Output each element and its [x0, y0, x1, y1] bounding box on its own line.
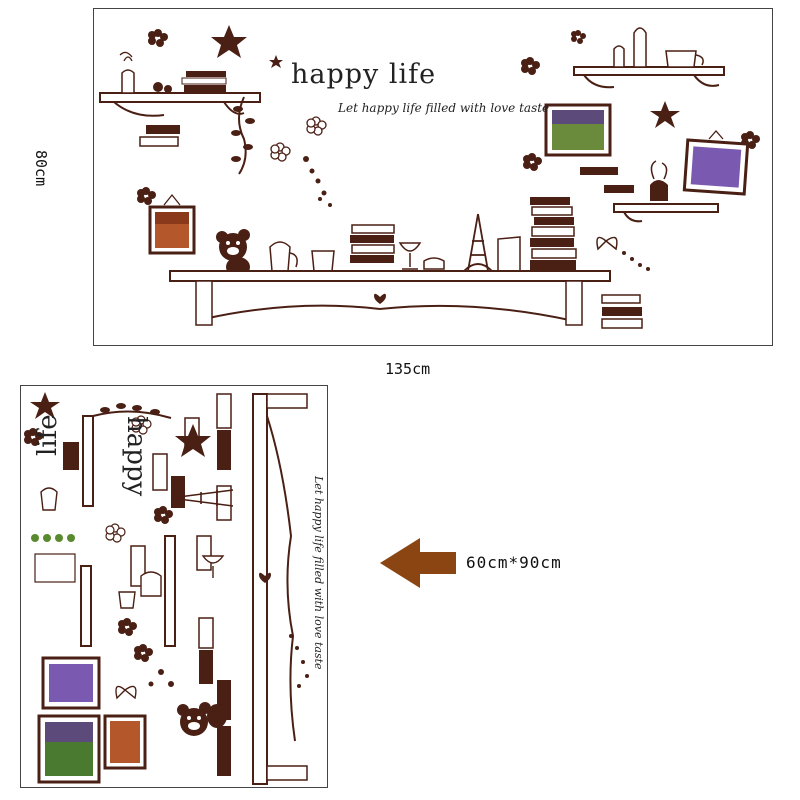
sheet-title-life: life [33, 414, 63, 456]
sheet-vertical-shelf-main [252, 393, 308, 785]
wine-glass-icon [201, 555, 225, 578]
vase-icon [40, 487, 58, 511]
sheet-size-label: 60cm*90cm [466, 553, 562, 572]
wine-glass-icon [398, 242, 422, 270]
books-stack-center [350, 224, 395, 263]
flower-icon [148, 29, 168, 47]
heart-icon [374, 293, 386, 304]
photo-frame-autumn [148, 193, 196, 255]
star-icon [650, 101, 680, 128]
star-icon [211, 25, 247, 58]
butterfly-icon [596, 236, 618, 251]
eiffel-tower-icon [170, 489, 234, 507]
decal-sheet-preview: life happy Let happy life filled with lo… [20, 385, 328, 788]
main-shelf [169, 270, 611, 326]
width-dimension-label: 135cm [385, 360, 431, 378]
height-dimension-label: 80cm [32, 150, 50, 187]
decal-tagline: Let happy life filled with love taste [338, 101, 550, 115]
photo-frame-green [37, 714, 101, 784]
teddy-bear-icon [216, 229, 250, 277]
eiffel-tower-icon [463, 213, 493, 272]
decal-title: happy life [291, 59, 437, 90]
sheet-title-happy: happy [121, 416, 151, 497]
books-stack-right [530, 197, 577, 270]
star-icon [30, 392, 60, 419]
decal-artwork-sheet [24, 392, 309, 785]
arrow-left-icon [380, 538, 456, 588]
teddy-bear-icon [177, 702, 227, 736]
left-upper-shelf [99, 51, 261, 117]
teapot-icon [665, 50, 704, 68]
photo-frame-green [544, 103, 612, 157]
photo-frame-purple [682, 130, 750, 196]
decal-artwork-large [99, 25, 760, 329]
photo-frame-autumn [103, 714, 147, 770]
wall-decal-preview-large: happy life Let happy life filled with lo… [93, 8, 773, 346]
photo-frame-purple [41, 656, 101, 710]
star-icon [175, 424, 211, 457]
sheet-tagline: Let happy life filled with love taste [312, 476, 325, 670]
butterfly-icon [115, 685, 137, 700]
